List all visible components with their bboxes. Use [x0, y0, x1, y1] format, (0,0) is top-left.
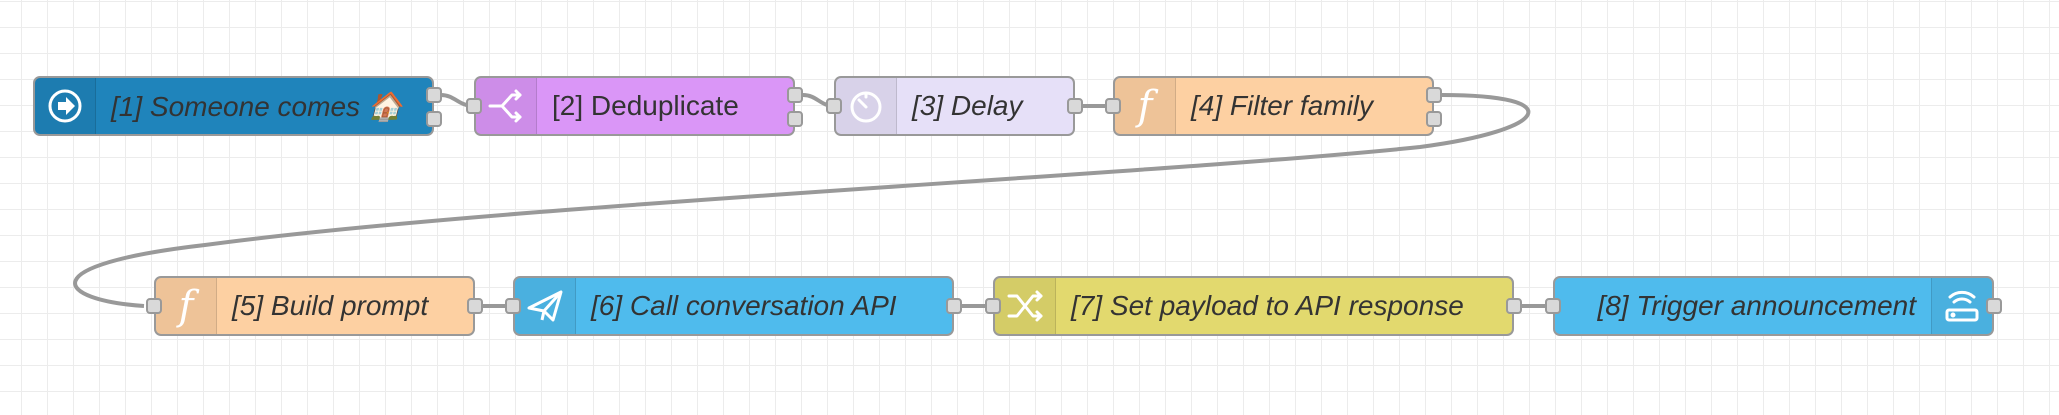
node-label: [1] Someone comes 🏠	[111, 90, 403, 122]
paper-plane-icon	[515, 278, 576, 334]
input-port[interactable]	[146, 298, 162, 314]
input-port[interactable]	[826, 98, 842, 114]
output-port[interactable]	[1506, 298, 1522, 314]
output-port-2[interactable]	[1426, 111, 1442, 127]
timer-icon	[836, 78, 897, 134]
input-port[interactable]	[985, 298, 1001, 314]
output-port-2[interactable]	[426, 111, 442, 127]
flow-node-deduplicate[interactable]: [2] Deduplicate	[466, 76, 803, 136]
node-label: [5] Build prompt	[232, 290, 429, 321]
flow-node-delay[interactable]: [3] Delay	[826, 76, 1083, 136]
split-arrows-icon	[476, 78, 537, 134]
node-label: [4] Filter family	[1191, 90, 1374, 121]
flow-node-someone-comes[interactable]: [1] Someone comes 🏠	[33, 76, 442, 136]
router-icon	[1931, 278, 1992, 334]
output-port-1[interactable]	[1426, 87, 1442, 103]
flow-node-call-conversation-api[interactable]: [6] Call conversation API	[505, 276, 962, 336]
output-port[interactable]	[946, 298, 962, 314]
input-port[interactable]	[1105, 98, 1121, 114]
output-port-1[interactable]	[426, 87, 442, 103]
output-port[interactable]	[1067, 98, 1083, 114]
output-port[interactable]	[467, 298, 483, 314]
node-label: [7] Set payload to API response	[1071, 290, 1464, 321]
flow-node-filter-family[interactable]: f [4] Filter family	[1105, 76, 1442, 136]
inject-icon	[35, 78, 96, 134]
node-label: [2] Deduplicate	[552, 90, 739, 121]
node-label: [6] Call conversation API	[591, 290, 897, 321]
function-icon: f	[156, 278, 217, 334]
output-port[interactable]	[1986, 298, 2002, 314]
flow-node-build-prompt[interactable]: f [5] Build prompt	[146, 276, 483, 336]
flow-node-trigger-announcement[interactable]: [8] Trigger announcement	[1545, 276, 2002, 336]
input-port[interactable]	[466, 98, 482, 114]
node-label: [3] Delay	[912, 90, 1023, 121]
shuffle-icon	[995, 278, 1056, 334]
function-icon: f	[1115, 78, 1176, 134]
output-port-1[interactable]	[787, 87, 803, 103]
output-port-2[interactable]	[787, 111, 803, 127]
flow-node-set-payload[interactable]: [7] Set payload to API response	[985, 276, 1522, 336]
input-port[interactable]	[1545, 298, 1561, 314]
input-port[interactable]	[505, 298, 521, 314]
node-label: [8] Trigger announcement	[1597, 290, 1916, 321]
